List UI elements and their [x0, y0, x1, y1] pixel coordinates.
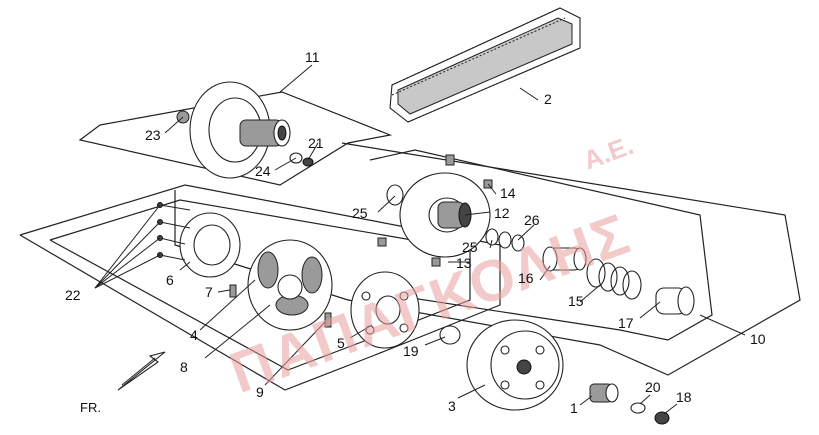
callout-16: 16	[518, 270, 534, 286]
callout-17: 17	[618, 315, 634, 331]
callout-13: 13	[456, 255, 472, 271]
direction-arrow-icon	[117, 351, 166, 391]
nut-part-1	[589, 383, 619, 403]
clutch-shoe-assembly	[247, 239, 333, 331]
pin-part-7	[229, 284, 237, 298]
nut-part-18	[654, 411, 670, 425]
callout-25-upper: 25	[352, 205, 368, 221]
spring-part-15	[586, 258, 642, 300]
pin-part-9	[324, 312, 332, 328]
spring-cup-part-17	[655, 286, 695, 316]
callout-7: 7	[205, 284, 213, 300]
callout-21: 21	[308, 135, 324, 151]
pin-part-13	[431, 257, 441, 267]
callout-18: 18	[676, 389, 692, 405]
watermark-suffix: Α.Ε.	[579, 130, 637, 175]
callout-4: 4	[190, 327, 198, 343]
frame-driven-inner	[359, 149, 713, 341]
leader-lines	[94, 64, 746, 415]
washer-part-20	[630, 402, 646, 414]
fixed-face-plate	[399, 172, 491, 258]
callout-22: 22	[65, 287, 81, 303]
drive-plate-part-5	[350, 271, 420, 349]
oring-part-21	[302, 157, 314, 167]
callout-20: 20	[645, 379, 661, 395]
collar-part-19	[439, 325, 461, 345]
frame-pulley-group	[78, 91, 393, 186]
drive-face-plate	[189, 81, 291, 179]
callout-14: 14	[500, 185, 516, 201]
oring-part-26-a	[498, 231, 512, 249]
callout-11: 11	[305, 49, 320, 65]
callout-24: 24	[255, 163, 271, 179]
pin-part-top	[445, 154, 455, 166]
callout-10: 10	[750, 331, 766, 347]
callout-6: 6	[166, 272, 174, 288]
callout-26: 26	[524, 212, 540, 228]
callout-12: 12	[494, 205, 510, 221]
callout-25-lower: 25	[462, 239, 478, 255]
cam-sleeve-part-16	[542, 246, 587, 272]
callout-2: 2	[544, 91, 552, 107]
frame-inner-clutch	[49, 199, 471, 371]
callout-15: 15	[568, 293, 584, 309]
drive-belt	[389, 7, 581, 123]
direction-label: FR.	[80, 400, 101, 415]
callout-9: 9	[256, 384, 264, 400]
callout-1: 1	[570, 400, 578, 416]
clutch-bell-part-3	[466, 319, 564, 411]
callout-19: 19	[403, 343, 419, 359]
frame-clutch-group	[19, 184, 501, 391]
oring-part-26-b	[511, 234, 525, 252]
oring-part-25-lower	[485, 228, 499, 246]
callout-23: 23	[145, 127, 161, 143]
oring-part-25-upper	[386, 184, 404, 206]
callout-3: 3	[448, 398, 456, 414]
callout-5: 5	[337, 335, 345, 351]
clutch-plate-part-6	[179, 212, 241, 278]
callout-8: 8	[180, 359, 188, 375]
pin-part-left	[377, 237, 387, 247]
